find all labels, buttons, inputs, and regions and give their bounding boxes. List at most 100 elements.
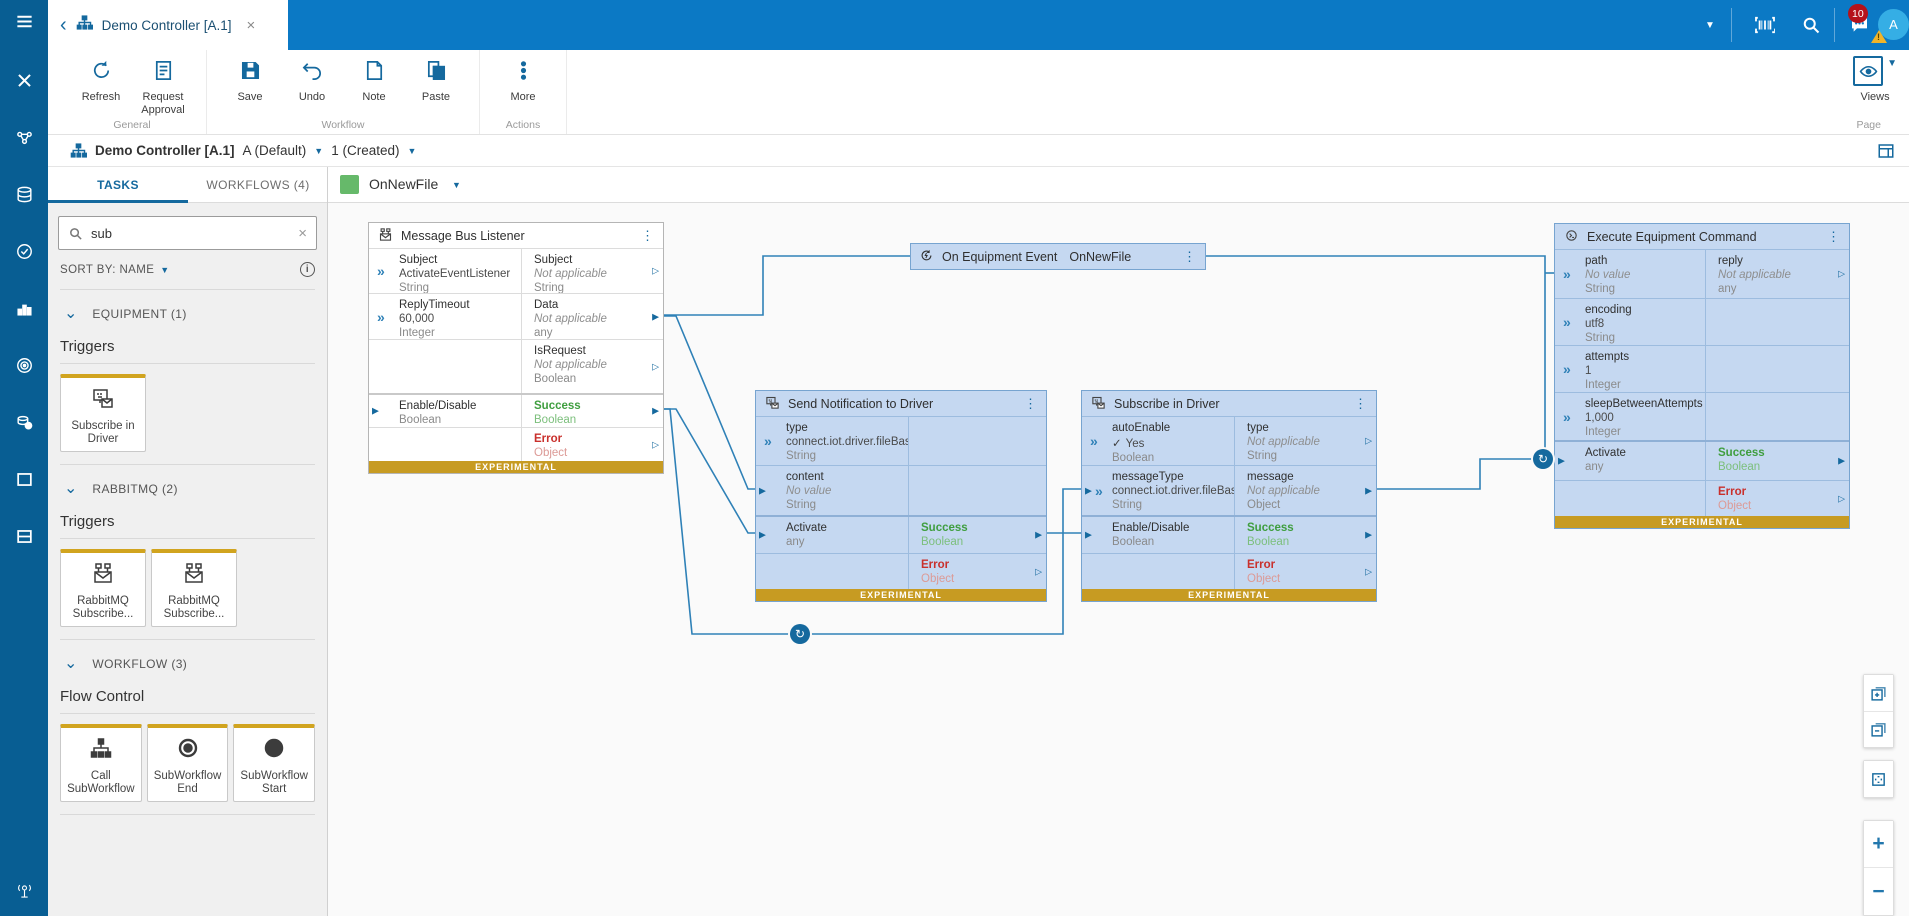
kebab-menu-icon[interactable]: ⋮ <box>641 227 654 243</box>
refresh-button[interactable]: Refresh <box>72 57 130 104</box>
palette-card-subworkflow-end[interactable]: SubWorkflow End <box>146 724 229 802</box>
chevron-down-icon[interactable]: ▼ <box>314 145 324 156</box>
palette-card-rabbitmq-subscribe[interactable]: RabbitMQ Subscribe... <box>151 549 237 627</box>
palette-card-subscribe-in-driver[interactable]: Subscribe in Driver <box>60 374 146 452</box>
connection-wire[interactable] <box>1206 255 1546 459</box>
section-header-equipment[interactable]: ⌄EQUIPMENT (1) <box>64 306 315 322</box>
kebab-menu-icon[interactable]: ⋮ <box>1354 395 1367 411</box>
section-header-rabbitmq[interactable]: ⌄RABBITMQ (2) <box>64 481 315 497</box>
output-port-icon[interactable]: ▷ <box>1365 566 1372 576</box>
expand-all-button[interactable] <box>1864 675 1893 711</box>
tools-icon[interactable] <box>0 61 48 99</box>
window-icon[interactable] <box>0 460 48 498</box>
chevron-down-icon[interactable]: ▼ <box>407 145 417 156</box>
eye-icon[interactable] <box>1853 56 1884 86</box>
output-port-icon[interactable]: ▶ <box>652 405 659 416</box>
collapse-all-button[interactable] <box>1864 711 1893 747</box>
kebab-menu-icon[interactable]: ⋮ <box>1024 395 1037 411</box>
topbar-chevron-down-icon[interactable]: ▼ <box>1705 19 1715 31</box>
node-header[interactable]: Execute Equipment Command⋮ <box>1555 224 1849 250</box>
output-port-icon[interactable]: ▷ <box>652 361 659 371</box>
output-port-icon[interactable]: ▶ <box>1365 529 1372 540</box>
palette-card-call-subworkflow[interactable]: Call SubWorkflow <box>60 724 142 802</box>
connection-wire[interactable] <box>664 408 1081 635</box>
document-tab[interactable]: ‹ Demo Controller [A.1] × <box>48 0 288 50</box>
input-port-icon[interactable]: ▶ <box>1085 529 1092 540</box>
views-caret-icon[interactable]: ▼ <box>1887 58 1897 69</box>
output-port-icon[interactable]: ▷ <box>652 265 659 276</box>
input-port-icon[interactable]: ▶ <box>759 485 766 495</box>
node-header[interactable]: Subscribe in Driver⋮ <box>1082 391 1376 417</box>
connection-wire[interactable] <box>664 315 755 490</box>
palette-card-subworkflow-start[interactable]: SubWorkflow Start <box>233 724 316 802</box>
panel-toggle-icon[interactable] <box>1877 142 1895 163</box>
clear-search-icon[interactable]: × <box>298 224 307 242</box>
output-port-icon[interactable]: ▶ <box>1838 455 1845 466</box>
bar-chart-icon[interactable] <box>0 289 48 327</box>
antenna-icon[interactable] <box>0 872 48 910</box>
zoom-out-button[interactable]: − <box>1864 867 1893 915</box>
output-port-icon[interactable]: ▷ <box>1838 268 1845 279</box>
breadcrumb-version[interactable]: A (Default) <box>242 143 307 158</box>
output-port-icon[interactable]: ▷ <box>1838 493 1845 503</box>
workflow-name[interactable]: OnNewFile <box>369 176 439 192</box>
output-port-icon[interactable]: ▷ <box>1035 566 1042 576</box>
views-button[interactable]: ▼ Views <box>1853 56 1897 103</box>
request-approval-button[interactable]: Request Approval <box>134 57 192 116</box>
breadcrumb-state[interactable]: 1 (Created) <box>331 143 400 158</box>
sort-value[interactable]: NAME <box>119 263 155 276</box>
field-name: Success <box>1718 447 1765 459</box>
input-port-icon[interactable]: ▶ <box>1558 455 1565 466</box>
output-port-icon[interactable]: ▶ <box>1035 529 1042 540</box>
search-box[interactable]: × <box>58 216 317 250</box>
connection-wire[interactable] <box>664 255 910 316</box>
tab-tasks[interactable]: TASKS <box>97 178 139 192</box>
search-input[interactable] <box>91 225 291 241</box>
card-label: RabbitMQ Subscribe... <box>72 595 134 621</box>
barcode-scan-icon[interactable] <box>1748 0 1782 50</box>
globe-check-icon[interactable] <box>0 232 48 270</box>
output-port-icon[interactable]: ▷ <box>652 439 659 449</box>
zoom-in-button[interactable]: + <box>1864 821 1893 867</box>
workflow-caret-icon[interactable]: ▼ <box>452 180 461 190</box>
output-port-icon[interactable]: ▶ <box>1365 485 1372 495</box>
node-header[interactable]: Message Bus Listener⋮ <box>369 223 663 249</box>
fit-to-screen-button[interactable] <box>1864 761 1893 797</box>
input-port-icon[interactable]: ▶ <box>759 529 766 540</box>
hamburger-menu-icon[interactable] <box>0 0 48 42</box>
search-icon[interactable] <box>1793 0 1829 50</box>
more-button[interactable]: More <box>494 57 552 104</box>
data-coins-icon[interactable] <box>0 403 48 441</box>
save-button[interactable]: Save <box>221 57 279 104</box>
section-header-workflow[interactable]: ⌄WORKFLOW (3) <box>64 656 315 672</box>
connectors-icon[interactable] <box>0 118 48 156</box>
tab-close-icon[interactable]: × <box>246 16 256 34</box>
connection-wire[interactable] <box>1377 458 1556 490</box>
kebab-menu-icon[interactable]: ⋮ <box>1183 248 1196 264</box>
output-port-icon[interactable]: ▷ <box>1365 435 1372 446</box>
back-icon[interactable]: ‹ <box>60 14 67 36</box>
input-port-icon[interactable]: ▶ <box>372 405 379 416</box>
paste-button[interactable]: Paste <box>407 57 465 104</box>
database-icon[interactable] <box>0 175 48 213</box>
storage-icon[interactable] <box>0 517 48 555</box>
target-icon[interactable] <box>0 346 48 384</box>
output-port-icon[interactable]: ▶ <box>652 311 659 321</box>
loop-link-badge[interactable]: ↻ <box>790 624 810 644</box>
kebab-menu-icon[interactable]: ⋮ <box>1827 228 1840 244</box>
info-icon[interactable]: i <box>300 262 315 277</box>
undo-button[interactable]: Undo <box>283 57 341 104</box>
node-header[interactable]: Send Notification to Driver⋮ <box>756 391 1046 417</box>
tab-workflows[interactable]: WORKFLOWS (4) <box>206 178 310 192</box>
palette-card-rabbitmq-subscribe[interactable]: RabbitMQ Subscribe... <box>60 549 146 627</box>
input-port-icon[interactable]: ▶ <box>1085 485 1092 495</box>
loop-link-badge[interactable]: ↻ <box>1533 449 1553 469</box>
sort-caret-icon[interactable]: ▼ <box>160 264 170 275</box>
note-button[interactable]: Note <box>345 57 403 104</box>
